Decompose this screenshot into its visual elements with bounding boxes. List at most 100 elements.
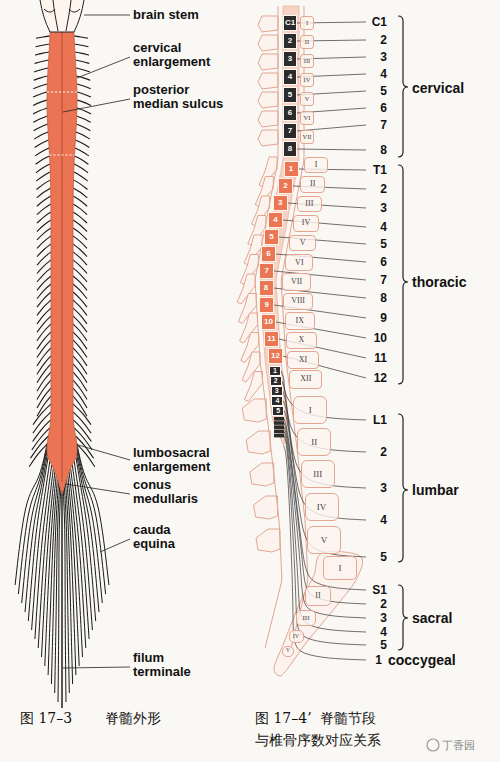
nerve-root <box>37 244 51 257</box>
nerve-root <box>33 84 47 89</box>
cord-segment: 12 <box>268 348 283 364</box>
nerve-root <box>75 60 89 64</box>
cord-segment: 4 <box>268 212 283 228</box>
vertebral-column-figure <box>237 6 408 676</box>
figure-caption: 图 17–3 <box>20 707 72 729</box>
segment-label: 5 <box>380 551 387 564</box>
node-number: 2 <box>283 182 287 190</box>
nerve-root <box>63 490 66 702</box>
nerve-root <box>33 100 47 106</box>
vertebral-arch <box>250 463 274 486</box>
nerve-root <box>77 454 99 612</box>
nerve-root <box>33 116 47 122</box>
segment-label: 2 <box>380 598 387 611</box>
cord-segment: 11 <box>264 331 279 347</box>
cord-segment: 3 <box>283 51 297 67</box>
region-label: sacral <box>412 611 452 626</box>
node-number: V <box>305 96 310 103</box>
node-number: 6 <box>266 250 270 258</box>
part-label: cervical enlargement <box>133 41 233 69</box>
vertebra: XII <box>289 370 322 388</box>
node-number: II <box>305 39 309 46</box>
nerve-root <box>37 300 51 316</box>
nerve-root <box>37 276 51 290</box>
vertebra: VI <box>300 111 314 125</box>
node-number: 11 <box>267 335 275 343</box>
node-number: X <box>298 336 304 344</box>
nerve-root <box>76 68 90 72</box>
node-number: 6 <box>288 109 292 117</box>
nerve-line <box>284 423 366 604</box>
node-number: VII <box>302 134 311 141</box>
node-number: V <box>321 536 328 545</box>
vertebra: V <box>307 526 341 554</box>
segment-label: 7 <box>380 274 387 287</box>
vertebral-arch <box>258 92 278 108</box>
segment-label: 5 <box>380 639 387 652</box>
node-number: 2 <box>274 377 278 384</box>
nerve-root <box>74 44 88 47</box>
cord-segment: 5 <box>283 87 297 103</box>
node-number: 5 <box>276 407 280 414</box>
nerve-root <box>73 252 87 265</box>
nerve-root <box>73 324 87 341</box>
curly-bracket <box>398 414 408 562</box>
nerve-root <box>77 443 109 585</box>
curly-bracket <box>398 16 408 157</box>
nerve-root <box>76 76 90 80</box>
nerve-root <box>37 188 51 198</box>
brain-stem-shape <box>40 0 84 32</box>
leader-line <box>63 667 130 668</box>
segment-boundary <box>47 92 77 93</box>
cord-segment: 6 <box>261 246 276 262</box>
vertebra: II <box>297 428 331 456</box>
node-number: 1 <box>273 367 277 374</box>
nerve-root <box>37 260 51 274</box>
nerve-root <box>76 132 90 139</box>
nerve-root <box>73 316 87 332</box>
nerve-root <box>73 260 87 274</box>
segment-label: 3 <box>380 202 387 215</box>
node-number: 5 <box>269 233 273 241</box>
node-number: IV <box>304 77 311 84</box>
cord-segment: 5 <box>272 406 284 416</box>
vertebra: II <box>300 176 325 192</box>
nerve-root <box>37 268 51 282</box>
segment-label: 12 <box>374 372 387 385</box>
nerve-root <box>77 84 91 89</box>
nerve-root <box>36 172 50 181</box>
segment-label: T1 <box>373 164 387 177</box>
node-number: II <box>310 180 315 188</box>
curly-bracket <box>398 165 408 384</box>
vertebral-arch <box>258 54 278 70</box>
figure-caption: 图 17–4’ <box>255 707 312 729</box>
nerve-root <box>36 36 50 38</box>
vertebra: II <box>300 35 314 49</box>
vertebral-arch <box>258 35 278 51</box>
nerve-root <box>37 324 51 341</box>
nerve-root <box>74 156 88 164</box>
node-number: 12 <box>271 352 280 360</box>
curly-bracket <box>398 585 408 650</box>
segment-label: L1 <box>373 414 387 427</box>
node-number: IV <box>317 503 327 512</box>
segment-boundary <box>50 155 75 156</box>
part-label: cauda equina <box>133 523 195 551</box>
nerve-root <box>74 164 88 173</box>
nerve-line <box>284 446 366 660</box>
cord-segment: 6 <box>283 105 297 121</box>
nerve-root <box>22 450 47 603</box>
region-label: coccygeal <box>388 653 456 668</box>
vertebra: V <box>300 92 314 106</box>
vertebra: VIII <box>283 293 313 310</box>
vertebral-arch <box>244 372 262 402</box>
nerve-root <box>28 458 48 621</box>
nerve-root <box>37 180 51 190</box>
nerve-root <box>73 244 87 257</box>
node-number: 10 <box>264 318 273 326</box>
nerve-root <box>37 308 51 324</box>
vertebral-arch <box>246 431 270 454</box>
segment-label: 3 <box>380 482 387 495</box>
nerve-root <box>37 332 51 349</box>
